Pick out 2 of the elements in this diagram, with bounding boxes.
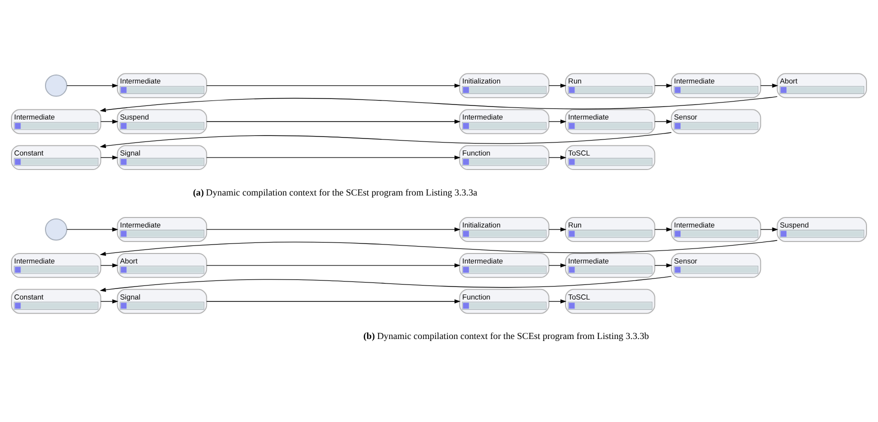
label: (b) Dynamic compilation context for the SCEst program from Listing 3.3.3b (363, 332, 649, 342)
label: (a) Dynamic compilation context for the SCEst program from Listing 3.3.3a (192, 188, 478, 198)
